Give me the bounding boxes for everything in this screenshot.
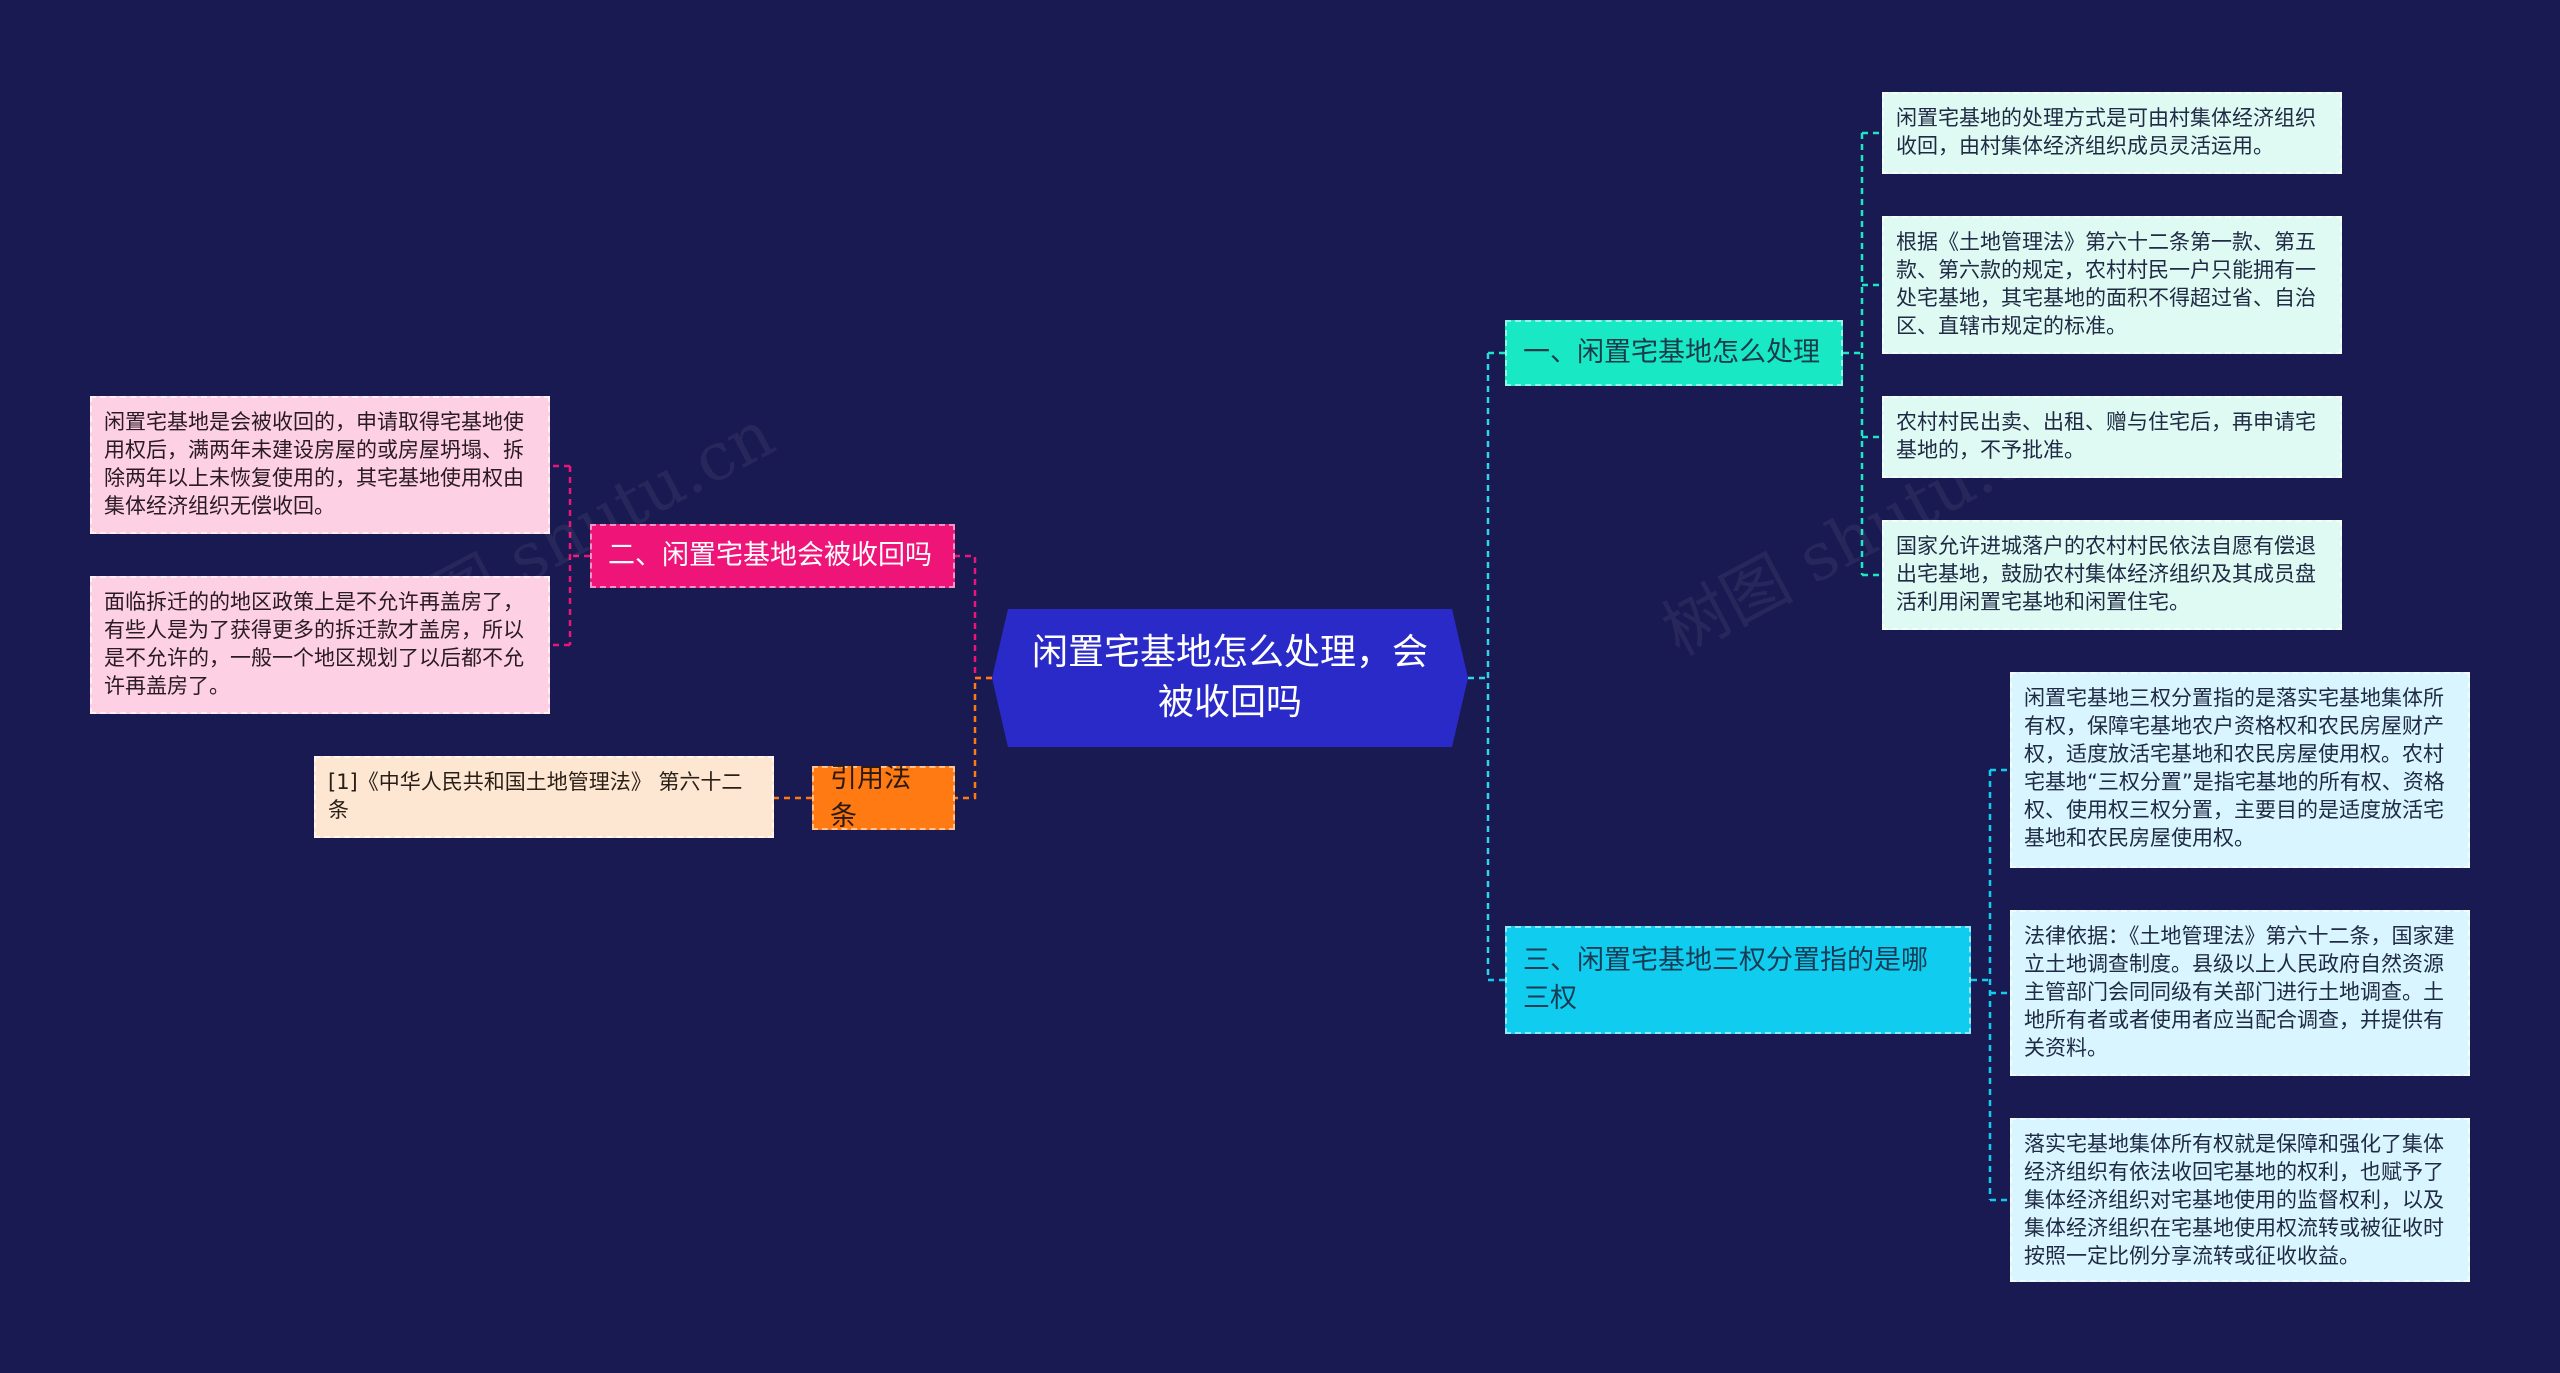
leaf-text: 法律依据：《土地管理法》第六十二条，国家建立土地调查制度。县级以上人民政府自然资… <box>2024 924 2455 1060</box>
leaf-text: 农村村民出卖、出租、赠与住宅后，再申请宅基地的，不予批准。 <box>1896 410 2316 462</box>
central-topic[interactable]: 闲置宅基地怎么处理，会被收回吗 <box>992 609 1468 747</box>
leaf-node[interactable]: [1]《中华人民共和国土地管理法》 第六十二条 <box>314 756 774 838</box>
leaf-text: 闲置宅基地三权分置指的是落实宅基地集体所有权，保障宅基地农户资格权和农民房屋财产… <box>2024 686 2445 850</box>
leaf-node[interactable]: 农村村民出卖、出租、赠与住宅后，再申请宅基地的，不予批准。 <box>1882 396 2342 478</box>
leaf-text: 国家允许进城落户的农村村民依法自愿有偿退出宅基地，鼓励农村集体经济组织及其成员盘… <box>1896 534 2316 614</box>
link-center-b2 <box>955 554 992 680</box>
leaf-text: 闲置宅基地的处理方式是可由村集体经济组织收回，由村集体经济组织成员灵活运用。 <box>1896 106 2316 158</box>
branch-how-to-handle[interactable]: 一、闲置宅基地怎么处理 <box>1505 320 1843 386</box>
branch-three-rights[interactable]: 三、闲置宅基地三权分置指的是哪三权 <box>1505 926 1971 1034</box>
leaf-text: 面临拆迁的的地区政策上是不允许再盖房了，有些人是为了获得更多的拆迁款才盖房，所以… <box>104 590 524 698</box>
branch-cited-law[interactable]: 引用法条 <box>812 763 955 832</box>
leaf-node[interactable]: 落实宅基地集体所有权就是保障和强化了集体经济组织有依法收回宅基地的权利，也赋予了… <box>2010 1118 2470 1282</box>
leaf-node[interactable]: 国家允许进城落户的农村村民依法自愿有偿退出宅基地，鼓励农村集体经济组织及其成员盘… <box>1882 520 2342 630</box>
branch-label: 引用法条 <box>830 763 911 832</box>
leaf-node[interactable]: 根据《土地管理法》第六十二条第一款、第五款、第六款的规定，农村村民一户只能拥有一… <box>1882 216 2342 354</box>
central-topic-label: 闲置宅基地怎么处理，会被收回吗 <box>1032 632 1429 723</box>
leaf-node[interactable]: 闲置宅基地的处理方式是可由村集体经济组织收回，由村集体经济组织成员灵活运用。 <box>1882 92 2342 174</box>
leaf-node[interactable]: 面临拆迁的的地区政策上是不允许再盖房了，有些人是为了获得更多的拆迁款才盖房，所以… <box>90 576 550 714</box>
branch-label: 三、闲置宅基地三权分置指的是哪三权 <box>1523 945 1928 1014</box>
leaf-text: 根据《土地管理法》第六十二条第一款、第五款、第六款的规定，农村村民一户只能拥有一… <box>1896 230 2316 338</box>
branch-label: 二、闲置宅基地会被收回吗 <box>608 540 932 571</box>
link-center-b4 <box>955 676 992 800</box>
leaf-node[interactable]: 法律依据：《土地管理法》第六十二条，国家建立土地调查制度。县级以上人民政府自然资… <box>2010 910 2470 1076</box>
leaf-node[interactable]: 闲置宅基地是会被收回的，申请取得宅基地使用权后，满两年未建设房屋的或房屋坍塌、拆… <box>90 396 550 534</box>
leaf-node[interactable]: 闲置宅基地三权分置指的是落实宅基地集体所有权，保障宅基地农户资格权和农民房屋财产… <box>2010 672 2470 868</box>
leaf-text: 落实宅基地集体所有权就是保障和强化了集体经济组织有依法收回宅基地的权利，也赋予了… <box>2024 1132 2444 1268</box>
branch-will-be-reclaimed[interactable]: 二、闲置宅基地会被收回吗 <box>590 524 955 588</box>
branch-label: 一、闲置宅基地怎么处理 <box>1523 337 1820 368</box>
leaf-text: 闲置宅基地是会被收回的，申请取得宅基地使用权后，满两年未建设房屋的或房屋坍塌、拆… <box>104 410 524 518</box>
leaf-text: [1]《中华人民共和国土地管理法》 第六十二条 <box>328 770 743 822</box>
